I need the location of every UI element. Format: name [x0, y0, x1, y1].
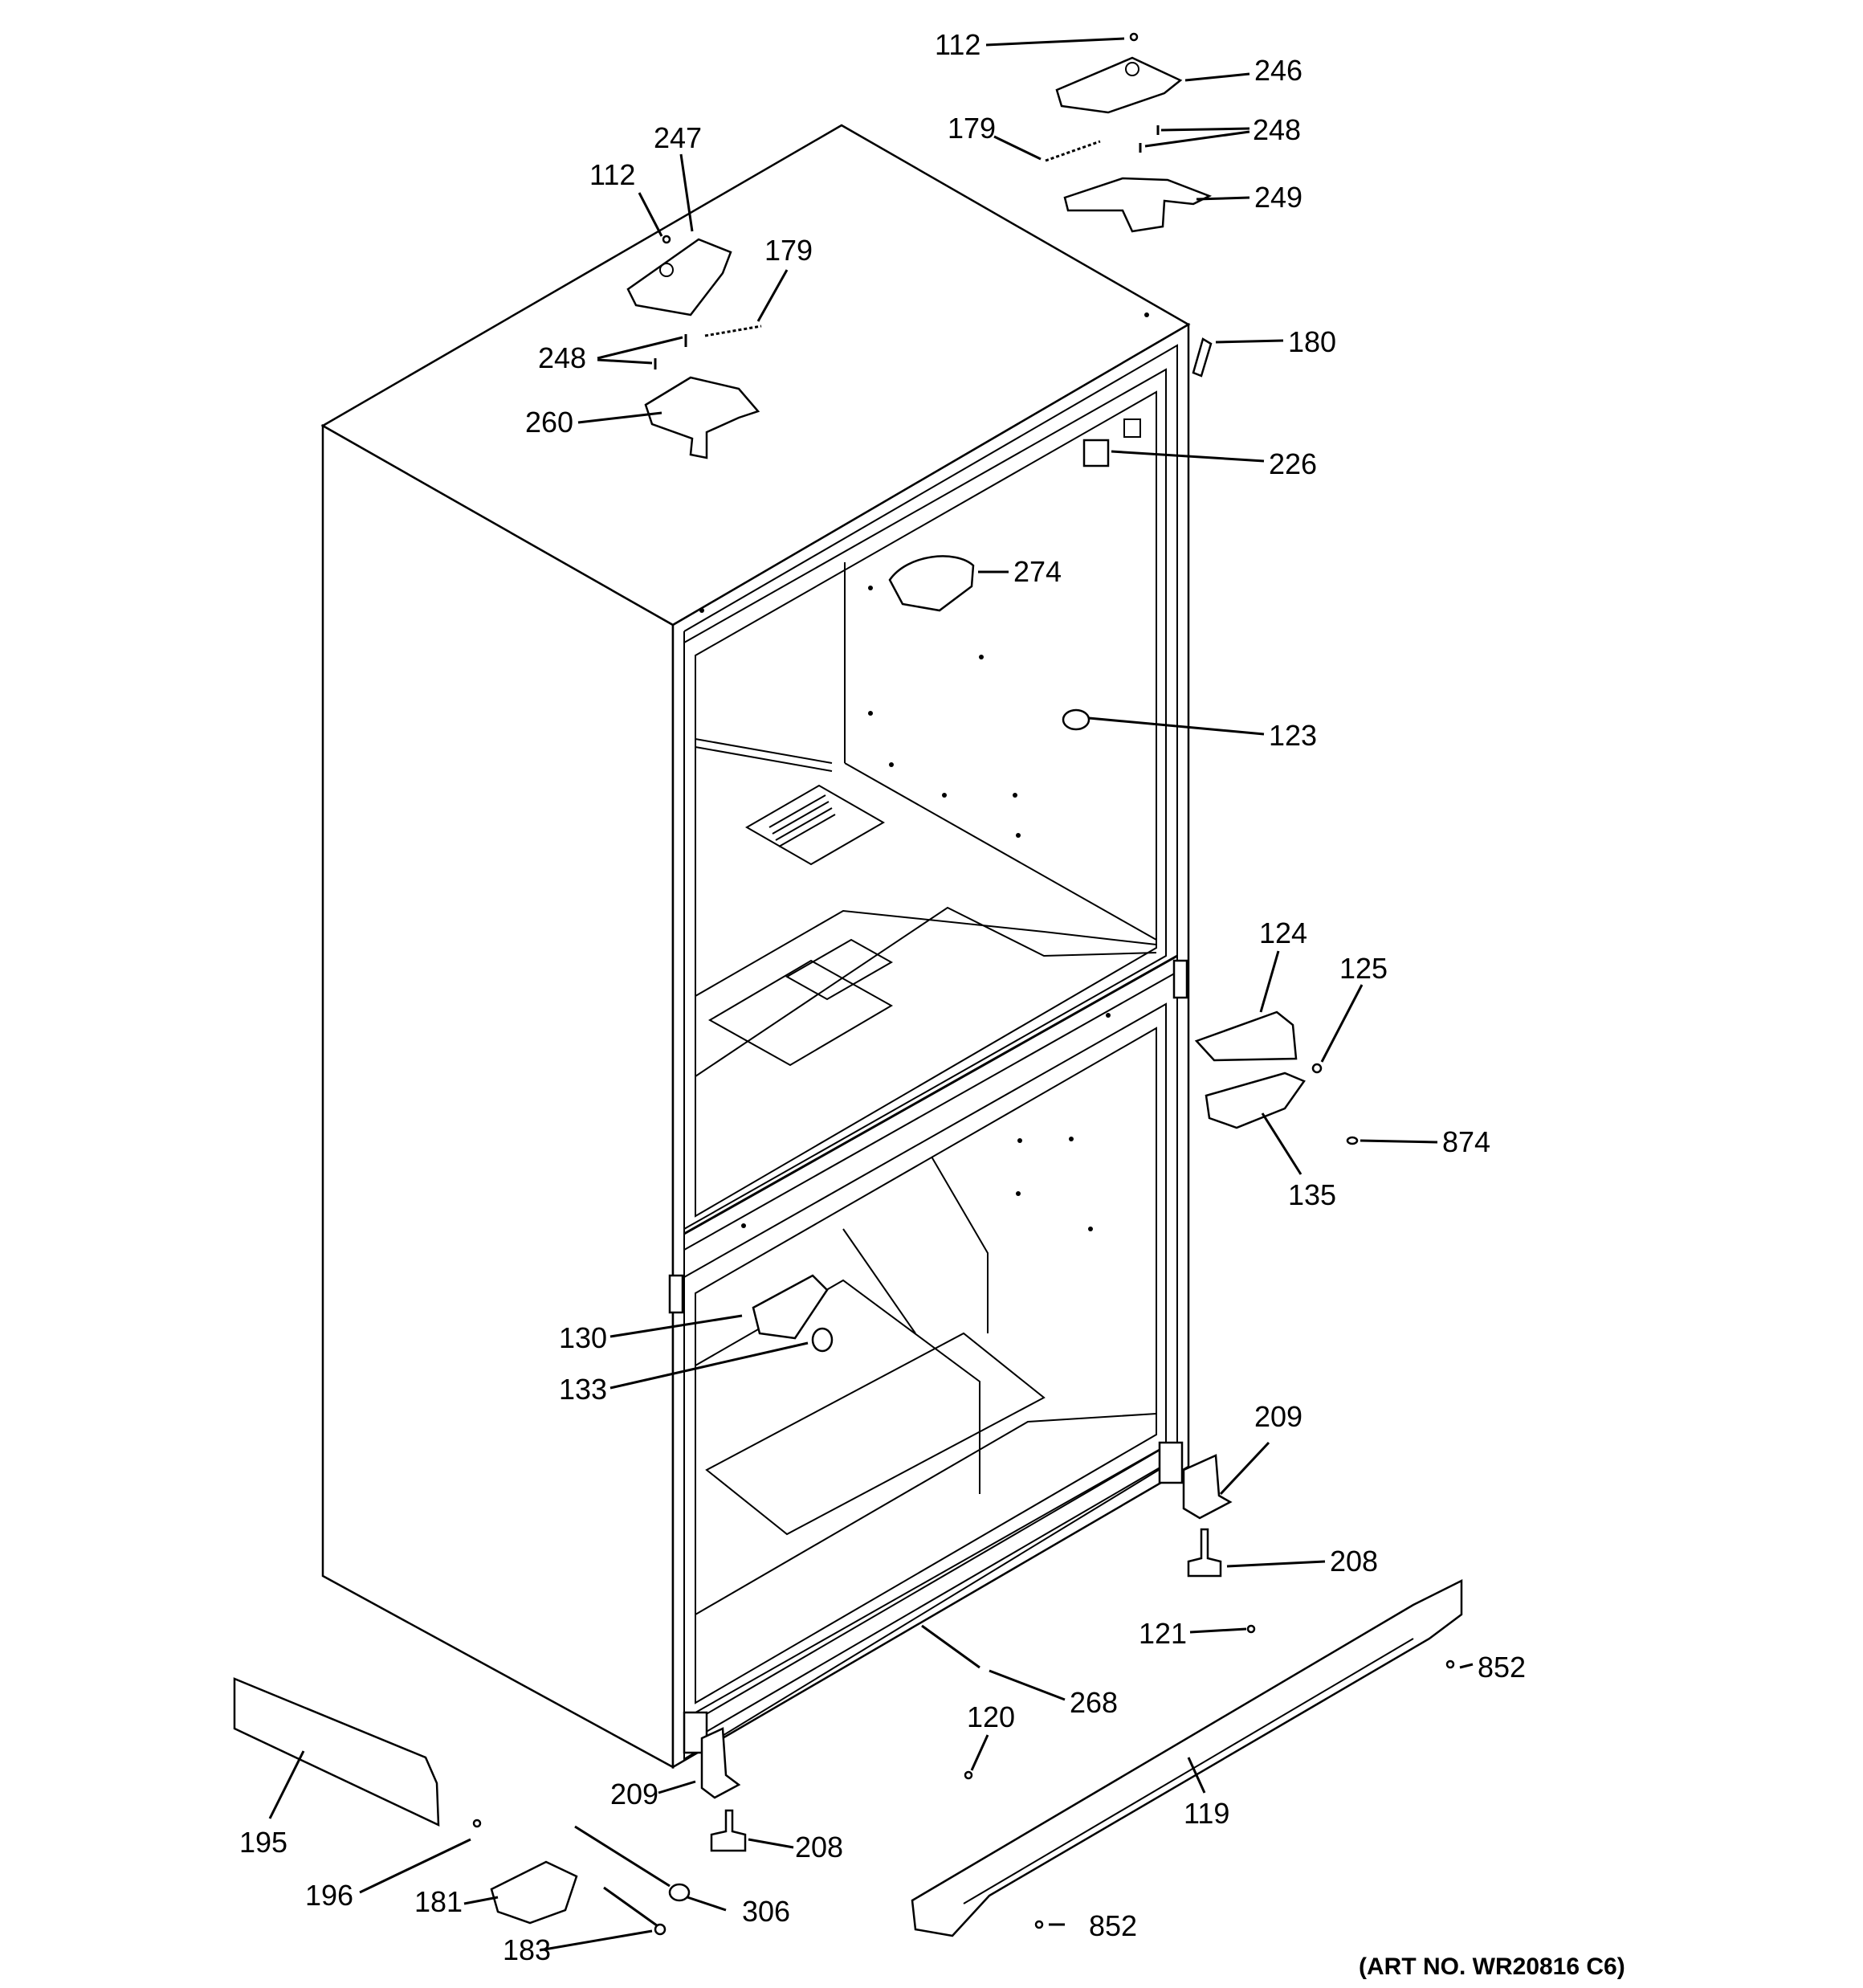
callout-196: 196 [305, 1879, 353, 1912]
callout-183: 183 [503, 1933, 551, 1966]
freezer-bracket-icon [752, 1274, 829, 1340]
roller-icon [490, 1860, 578, 1925]
leader-lines [268, 37, 1474, 1952]
rod-icon [921, 1624, 980, 1669]
callout-306: 306 [742, 1895, 790, 1928]
bracket-right-icon [1182, 1454, 1233, 1520]
hinge-left-icon [644, 376, 760, 459]
callout-208-left: 208 [795, 1831, 843, 1863]
callout-125: 125 [1339, 952, 1388, 985]
callout-119: 119 [1184, 1797, 1229, 1830]
callout-274: 274 [1013, 555, 1062, 588]
callout-120: 120 [967, 1700, 1015, 1733]
callout-852-bottom: 852 [1089, 1909, 1137, 1942]
callout-208-right: 208 [1330, 1545, 1378, 1578]
callout-180: 180 [1288, 325, 1336, 358]
callout-249: 249 [1254, 181, 1302, 214]
art-number: (ART NO. WR20816 C6) [1359, 1953, 1625, 1980]
switch-icon [1082, 439, 1110, 467]
callout-246: 246 [1254, 54, 1302, 87]
baseplate-icon [233, 1677, 440, 1827]
callout-179-top: 179 [948, 112, 996, 145]
callout-179-left: 179 [764, 234, 813, 267]
callout-852-right: 852 [1478, 1651, 1526, 1684]
leveling-leg-left-icon [710, 1809, 747, 1852]
bracket-icon [1194, 1010, 1298, 1062]
callout-124: 124 [1259, 916, 1307, 949]
light-cover-icon [888, 555, 975, 612]
callout-123: 123 [1269, 719, 1317, 752]
grille-icon [911, 1578, 1463, 1937]
callout-260: 260 [525, 406, 573, 439]
callout-121: 121 [1139, 1617, 1187, 1650]
hinge-cover-left-icon [626, 238, 732, 316]
callout-209-right: 209 [1254, 1400, 1302, 1433]
hinge-cover-right-icon [1055, 56, 1183, 114]
callout-226: 226 [1269, 447, 1317, 480]
leveling-leg-right-icon [1187, 1528, 1222, 1578]
knob-icon [1062, 708, 1090, 731]
callout-112-left: 112 [589, 158, 635, 191]
callout-133: 133 [559, 1373, 607, 1406]
callout-248-top: 248 [1253, 113, 1301, 146]
hinge-center-icon [1205, 1072, 1306, 1129]
hinge-right-icon [1063, 177, 1213, 233]
callout-209-left: 209 [610, 1778, 658, 1810]
spring-icon [1045, 140, 1101, 162]
callout-181: 181 [414, 1885, 463, 1918]
vent-grille-icon [768, 794, 836, 847]
callout-268: 268 [1070, 1686, 1118, 1719]
callout-195: 195 [239, 1826, 287, 1859]
bracket-left-icon [700, 1727, 741, 1799]
callout-874: 874 [1442, 1125, 1490, 1158]
refrigerator-cabinet [320, 124, 1191, 1770]
callout-112-top: 112 [935, 28, 980, 61]
screw-icon [1129, 32, 1139, 42]
callout-135: 135 [1288, 1178, 1336, 1211]
callout-248-left: 248 [538, 341, 586, 374]
callout-247: 247 [654, 121, 702, 154]
callout-130: 130 [559, 1321, 607, 1354]
pin-icon [1192, 337, 1213, 378]
